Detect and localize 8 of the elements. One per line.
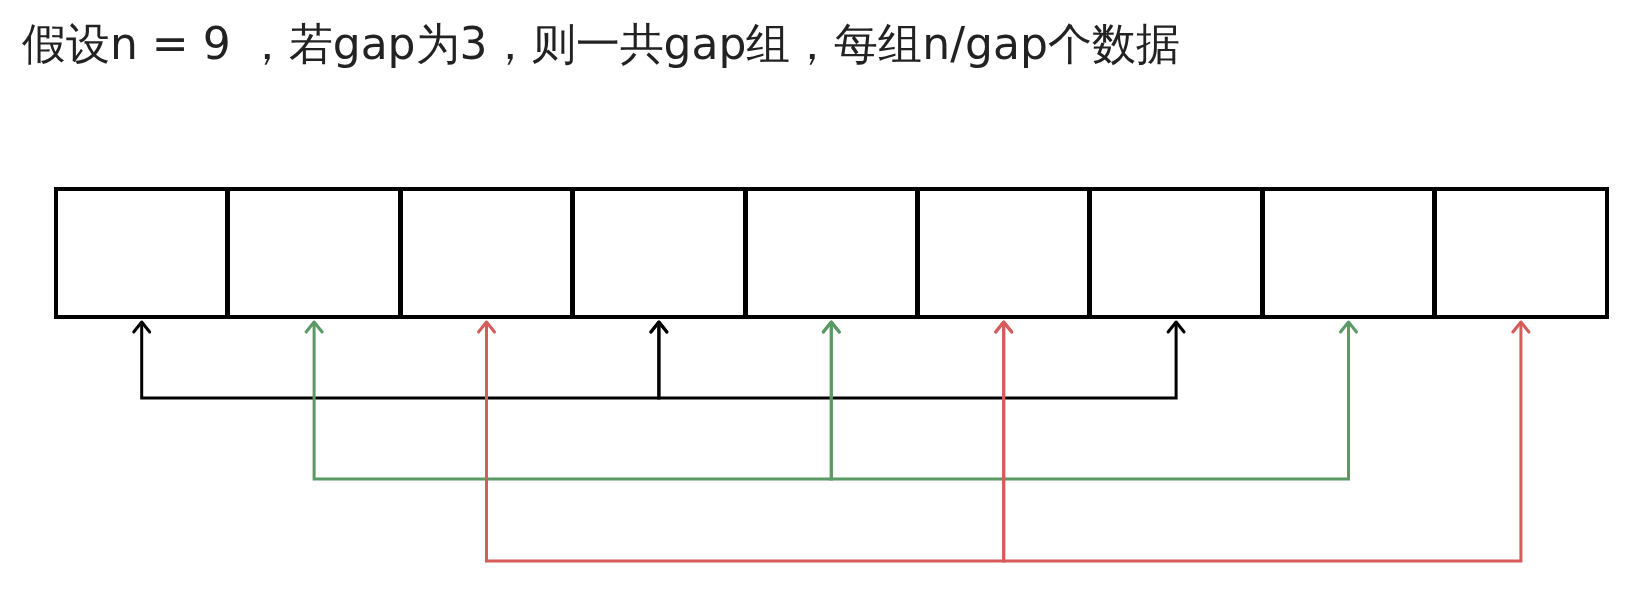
arrow	[994, 320, 1531, 563]
title: 假设n = 9 ，若gap为3，则一共gap组，每组n/gap个数据	[22, 18, 1180, 71]
arrow	[649, 320, 1186, 400]
array-cell	[571, 187, 747, 319]
array-cell	[1433, 187, 1609, 319]
array-cell	[1088, 187, 1264, 319]
array-cell	[226, 187, 402, 319]
arrow	[821, 320, 1358, 481]
